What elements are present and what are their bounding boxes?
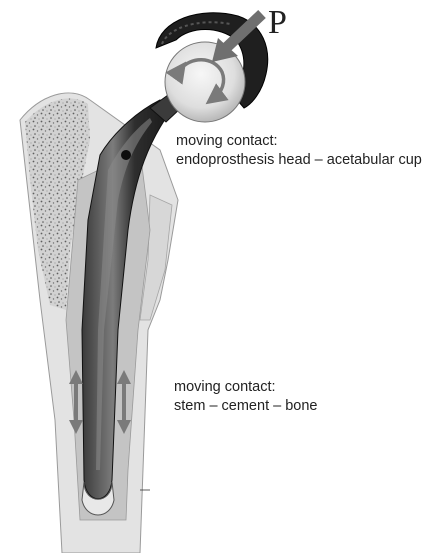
stem-contact-detail: stem – cement – bone [174, 397, 317, 416]
head-contact-title: moving contact: [176, 132, 422, 151]
stem-contact-annotation: moving contact: stem – cement – bone [174, 378, 317, 416]
stem-contact-title: moving contact: [174, 378, 317, 397]
stem-extraction-hole [121, 150, 131, 160]
head-contact-annotation: moving contact: endoprosthesis head – ac… [176, 132, 422, 170]
load-label: P [268, 6, 287, 40]
head-contact-detail: endoprosthesis head – acetabular cup [176, 151, 422, 170]
